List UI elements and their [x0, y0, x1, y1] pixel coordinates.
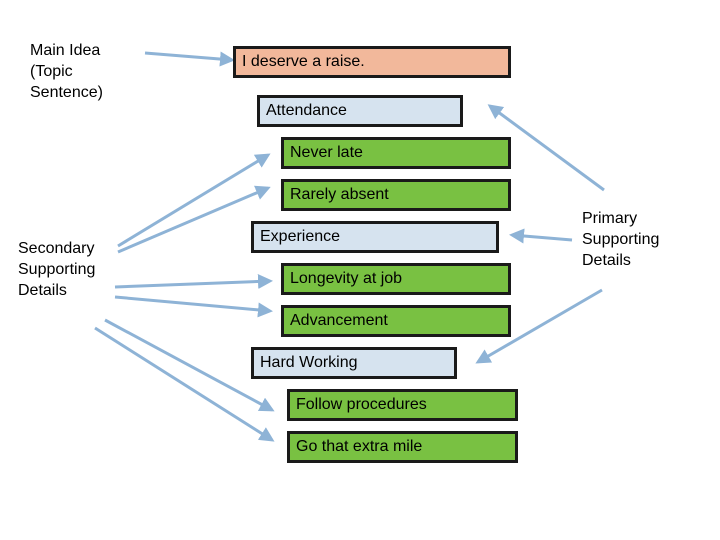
secondary-line-1: Secondary — [18, 240, 95, 257]
arrow-secondary-follow — [104, 318, 275, 412]
secondary-box-advancement: Advancement — [281, 305, 511, 337]
primary-box-attendance: Attendance — [257, 95, 463, 127]
main-idea-line-2: (Topic — [30, 63, 73, 80]
main-idea-line-1: Main Idea — [30, 42, 101, 59]
primary-box-hard-working: Hard Working — [251, 347, 457, 379]
primary-supporting-label: Primary Supporting Details — [582, 208, 659, 271]
arrow-primary-attendance — [487, 104, 605, 192]
secondary-box-never-late: Never late — [281, 137, 511, 169]
topic-sentence-box: I deserve a raise. — [233, 46, 511, 78]
secondary-supporting-label: Secondary Supporting Details — [18, 238, 95, 301]
secondary-box-follow-procedures: Follow procedures — [287, 389, 518, 421]
arrow-secondary-longevity — [114, 273, 273, 289]
arrow-secondary-rarely-absent — [117, 185, 271, 254]
arrow-primary-experience — [509, 228, 573, 244]
arrow-primary-hard-working — [475, 288, 603, 364]
primary-line-2: Supporting — [582, 231, 660, 248]
arrow-main-idea — [144, 51, 235, 67]
arrow-secondary-extra-mile — [94, 326, 275, 442]
primary-box-experience: Experience — [251, 221, 499, 253]
secondary-box-rarely-absent: Rarely absent — [281, 179, 511, 211]
secondary-line-2: Supporting — [18, 261, 96, 278]
secondary-box-extra-mile: Go that extra mile — [287, 431, 518, 463]
secondary-box-longevity: Longevity at job — [281, 263, 511, 295]
primary-line-3: Details — [582, 252, 631, 269]
arrow-secondary-never-late — [117, 153, 271, 248]
arrow-secondary-advancement — [114, 295, 273, 318]
main-idea-line-3: Sentence) — [30, 84, 103, 101]
primary-line-1: Primary — [582, 210, 638, 227]
main-idea-label: Main Idea (Topic Sentence) — [30, 40, 103, 103]
secondary-line-3: Details — [18, 282, 67, 299]
